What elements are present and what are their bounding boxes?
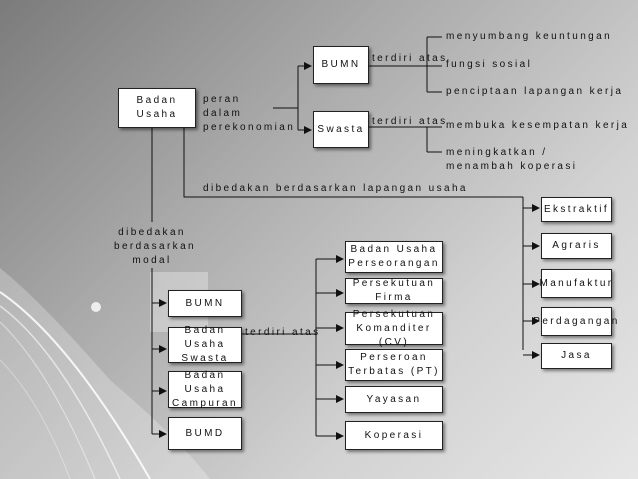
swasta-terdiri-atas-label: terdiri atas	[372, 116, 448, 127]
swasta-role-item: membuka kesempatan kerja	[446, 120, 630, 131]
bumn-role-item: fungsi sosial	[446, 59, 533, 70]
perseorangan-node: Badan Usaha Perseorangan	[345, 241, 443, 273]
agraris-node: Agraris	[541, 233, 612, 259]
manufaktur-node: Manufaktur	[539, 269, 612, 298]
firma-node: Persekutuan Firma	[345, 278, 443, 304]
bumn-modal-node: BUMN	[168, 290, 242, 317]
pt-node: Perseroan Terbatas (PT)	[345, 349, 443, 381]
badan-usaha-campuran-node: Badan Usaha Campuran	[168, 370, 242, 409]
perdagangan-node: Perdagangan	[533, 307, 617, 336]
badan-usaha-node: Badan Usaha	[118, 88, 196, 128]
bumn-terdiri-atas-label: terdiri atas	[372, 53, 448, 64]
bumn-role-item: penciptaan lapangan kerja	[446, 86, 624, 97]
swasta-terdiri-atas-mid-label: terdiri atas	[245, 327, 321, 338]
badan-usaha-swasta-node: Badan Usaha Swasta	[168, 325, 242, 364]
ekstraktif-node: Ekstraktif	[541, 197, 612, 222]
bumd-node: BUMD	[168, 417, 242, 450]
jasa-node: Jasa	[541, 343, 612, 369]
bumn-node: BUMN	[313, 46, 369, 84]
peran-dalam-perekonomian-label: peran dalam perekonomian	[203, 94, 296, 133]
yayasan-node: Yayasan	[345, 386, 443, 413]
modal-label: dibedakan berdasarkan modal	[114, 227, 196, 266]
swasta-node: Swasta	[313, 111, 369, 148]
bumn-role-item: menyumbang keuntungan	[446, 31, 613, 42]
swasta-role-item: meningkatkan / menambah koperasi	[446, 147, 578, 172]
cv-node: Persekutuan Komanditer (CV)	[345, 309, 443, 348]
koperasi-node: Koperasi	[345, 421, 443, 450]
lapangan-usaha-label: dibedakan berdasarkan lapangan usaha	[203, 183, 468, 194]
